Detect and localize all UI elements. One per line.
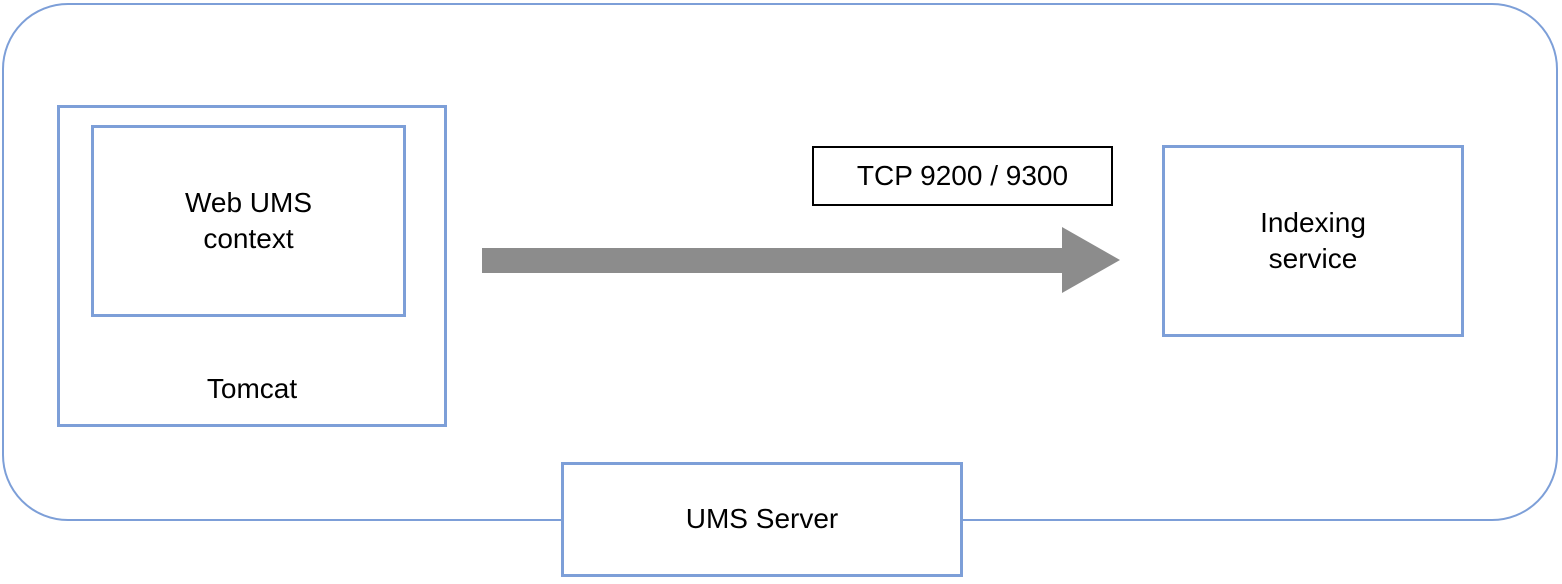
indexing-service-label: Indexing service bbox=[1260, 206, 1366, 274]
ums-server-node: UMS Server bbox=[561, 462, 963, 577]
arrow-shaft bbox=[482, 248, 1063, 273]
tcp-ports-label-box: TCP 9200 / 9300 bbox=[812, 146, 1113, 206]
tcp-ports-label: TCP 9200 / 9300 bbox=[856, 160, 1069, 191]
ums-server-label: UMS Server bbox=[685, 503, 839, 535]
web-ums-context-node: Web UMS context bbox=[91, 125, 406, 317]
tomcat-label: Tomcat bbox=[206, 372, 298, 404]
web-ums-context-label: Web UMS context bbox=[184, 186, 313, 254]
indexing-service-node: Indexing service bbox=[1162, 145, 1464, 337]
arrow-right-head-icon bbox=[1062, 227, 1120, 293]
